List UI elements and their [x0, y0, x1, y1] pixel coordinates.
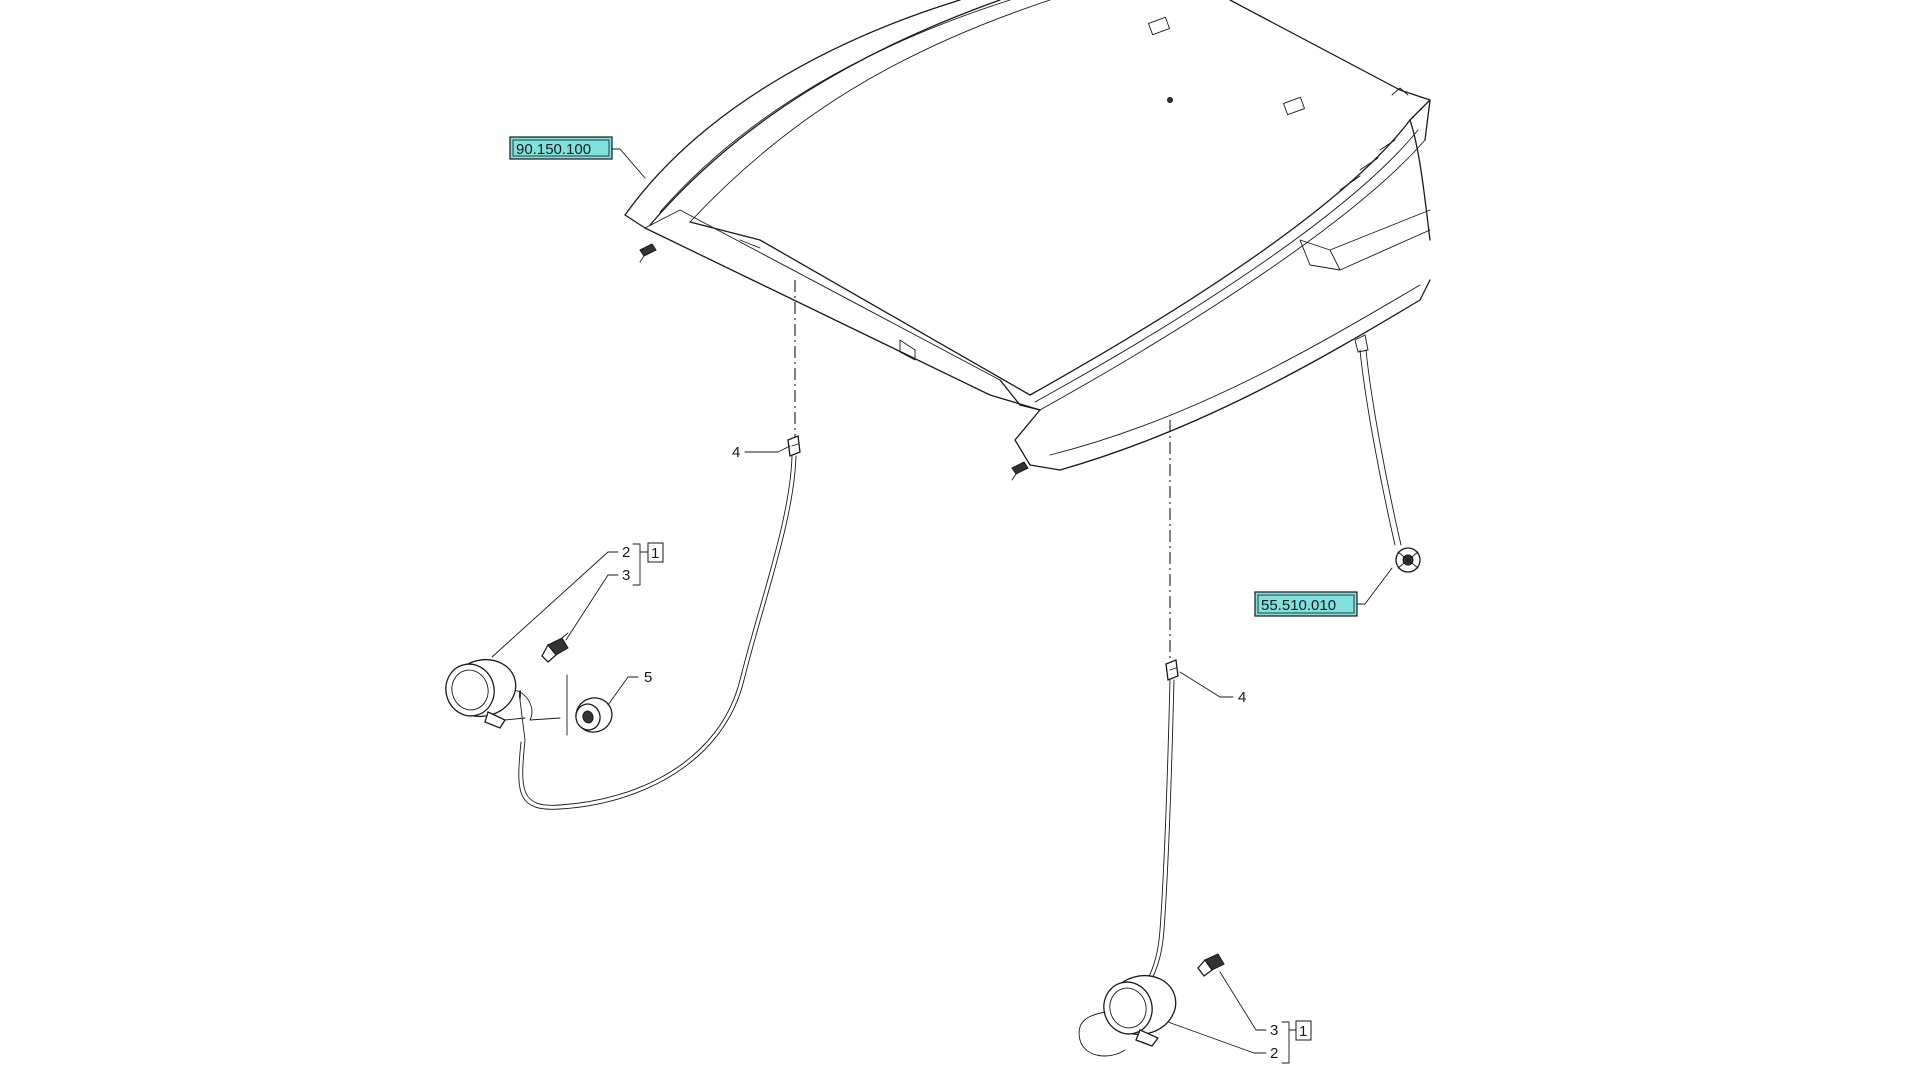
- grommet-callout: 5: [644, 669, 652, 686]
- left-cable-clip: [787, 435, 801, 457]
- grommet: [575, 697, 613, 733]
- right-lamp-group-box: [1295, 1020, 1312, 1041]
- roof-reference-label: 90.150.100: [516, 141, 591, 158]
- roof-reference[interactable]: 90.150.100: [509, 136, 646, 179]
- right-lamp-group-callout: 1: [1299, 1023, 1307, 1040]
- right-lamp-bulb: [1197, 953, 1225, 977]
- left-lamp-group-box: [647, 542, 664, 563]
- right-cable-clip: [1165, 659, 1179, 681]
- left-lamp-callout-a: 2: [622, 544, 630, 561]
- left-lamp-cable: [518, 455, 793, 806]
- right-work-lamp: [1078, 974, 1177, 1057]
- left-lamp-bulb: [541, 632, 569, 663]
- right-lamp-cable: [1144, 679, 1171, 986]
- left-work-lamp: [445, 658, 561, 729]
- left-clip-callout: 4: [732, 444, 740, 461]
- right-clip-callout: 4: [1238, 689, 1246, 706]
- right-lamp-callout-a: 3: [1270, 1022, 1278, 1039]
- left-lamp-group-callout: 1: [651, 545, 659, 562]
- cab-roof: [624, 0, 1431, 481]
- right-lamp-callout-b: 2: [1270, 1045, 1278, 1062]
- harness-connector: [1395, 547, 1421, 573]
- left-lamp-callout-b: 3: [622, 567, 630, 584]
- roof-harness: [1359, 349, 1421, 573]
- harness-reference[interactable]: 55.510.010: [1254, 567, 1393, 617]
- harness-reference-label: 55.510.010: [1261, 597, 1336, 614]
